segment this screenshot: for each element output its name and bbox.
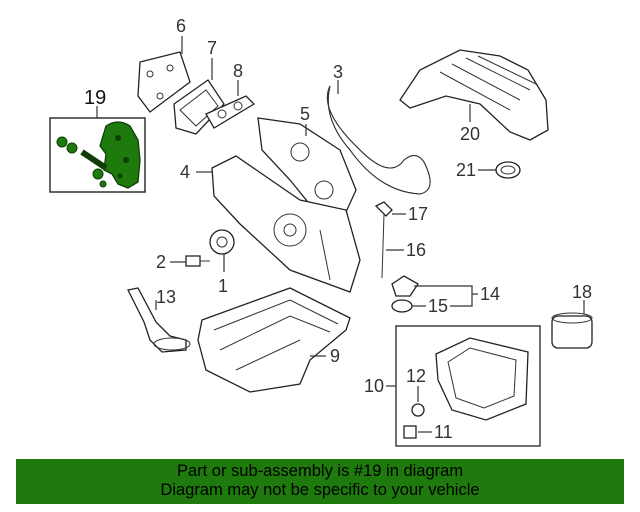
- callout-15: 15: [428, 296, 448, 316]
- part-10-group[interactable]: 10: [364, 325, 541, 447]
- parts-diagram: 19 6 7 8 3 5 4: [49, 16, 593, 447]
- callout-4: 4: [180, 162, 190, 182]
- part-6-plate: [137, 51, 191, 113]
- footer-line-2: Diagram may not be specific to your vehi…: [160, 481, 480, 499]
- callout-10: 10: [364, 376, 384, 396]
- part-18-filter: [551, 315, 593, 349]
- callout-2: 2: [156, 252, 166, 272]
- part-13-pickup: [127, 287, 187, 353]
- part-8-group[interactable]: 8: [205, 61, 256, 129]
- part-19-spring: [80, 149, 108, 171]
- part-2-bolt: [185, 255, 201, 267]
- part-9-group[interactable]: 9: [197, 287, 351, 393]
- callout-6: 6: [176, 16, 186, 36]
- part-2-group[interactable]: 2: [156, 252, 210, 272]
- callout-16: 16: [406, 240, 426, 260]
- part-19-group[interactable]: 19: [49, 87, 146, 193]
- callout-19: 19: [84, 87, 106, 109]
- part-17-handle: [374, 201, 393, 217]
- part-1-pulley: [209, 229, 235, 255]
- part-19-seal-b: [66, 142, 78, 154]
- callout-21: 21: [456, 160, 476, 180]
- callout-12: 12: [406, 366, 426, 386]
- footer-line-1: Part or sub-assembly is #19 in diagram: [176, 462, 464, 480]
- part-3-group[interactable]: 3: [326, 62, 431, 195]
- part-19-plug: [92, 168, 104, 180]
- part-15-group[interactable]: 15: [391, 296, 448, 316]
- part-14-group[interactable]: 14: [391, 275, 500, 307]
- callout-5: 5: [300, 104, 310, 124]
- part-4-cover: [211, 155, 361, 293]
- callout-11: 11: [434, 422, 453, 442]
- callout-18: 18: [572, 282, 592, 302]
- part-13-group[interactable]: 13: [127, 287, 191, 353]
- part-18-group[interactable]: 18: [551, 282, 593, 349]
- callout-9: 9: [330, 346, 340, 366]
- callout-17: 17: [408, 204, 428, 224]
- part-1-group[interactable]: 1: [209, 229, 235, 296]
- part-19-oring: [99, 180, 107, 188]
- part-20-group[interactable]: 20: [399, 49, 549, 144]
- part-15-gasket: [391, 299, 413, 313]
- footer-banner: Part or sub-assembly is #19 in diagram D…: [16, 459, 624, 504]
- part-6-group[interactable]: 6: [137, 16, 191, 113]
- part-12-washer: [411, 403, 425, 417]
- part-4-group[interactable]: 4: [180, 155, 361, 293]
- callout-13: 13: [156, 287, 176, 307]
- part-5-group[interactable]: 5: [257, 104, 357, 213]
- part-21-gasket: [495, 161, 521, 179]
- callout-1: 1: [218, 276, 228, 296]
- part-19-seal-a: [56, 136, 68, 148]
- part-17-group[interactable]: 17: [374, 201, 428, 224]
- callout-8: 8: [233, 61, 243, 81]
- part-14-cap: [391, 275, 419, 297]
- part-9-pan: [197, 287, 351, 393]
- part-19-cover: [99, 121, 141, 189]
- part-12-group[interactable]: 12: [406, 366, 426, 417]
- callout-7: 7: [207, 38, 217, 58]
- part-20-manifold: [399, 49, 549, 141]
- part-16-tube: [381, 213, 385, 279]
- callout-3: 3: [333, 62, 343, 82]
- part-16-group[interactable]: 16: [381, 213, 426, 279]
- part-11-group[interactable]: 11: [403, 422, 453, 442]
- part-21-group[interactable]: 21: [456, 160, 521, 180]
- callout-20: 20: [460, 124, 480, 144]
- part-11-plug: [403, 425, 417, 439]
- callout-14: 14: [480, 284, 500, 304]
